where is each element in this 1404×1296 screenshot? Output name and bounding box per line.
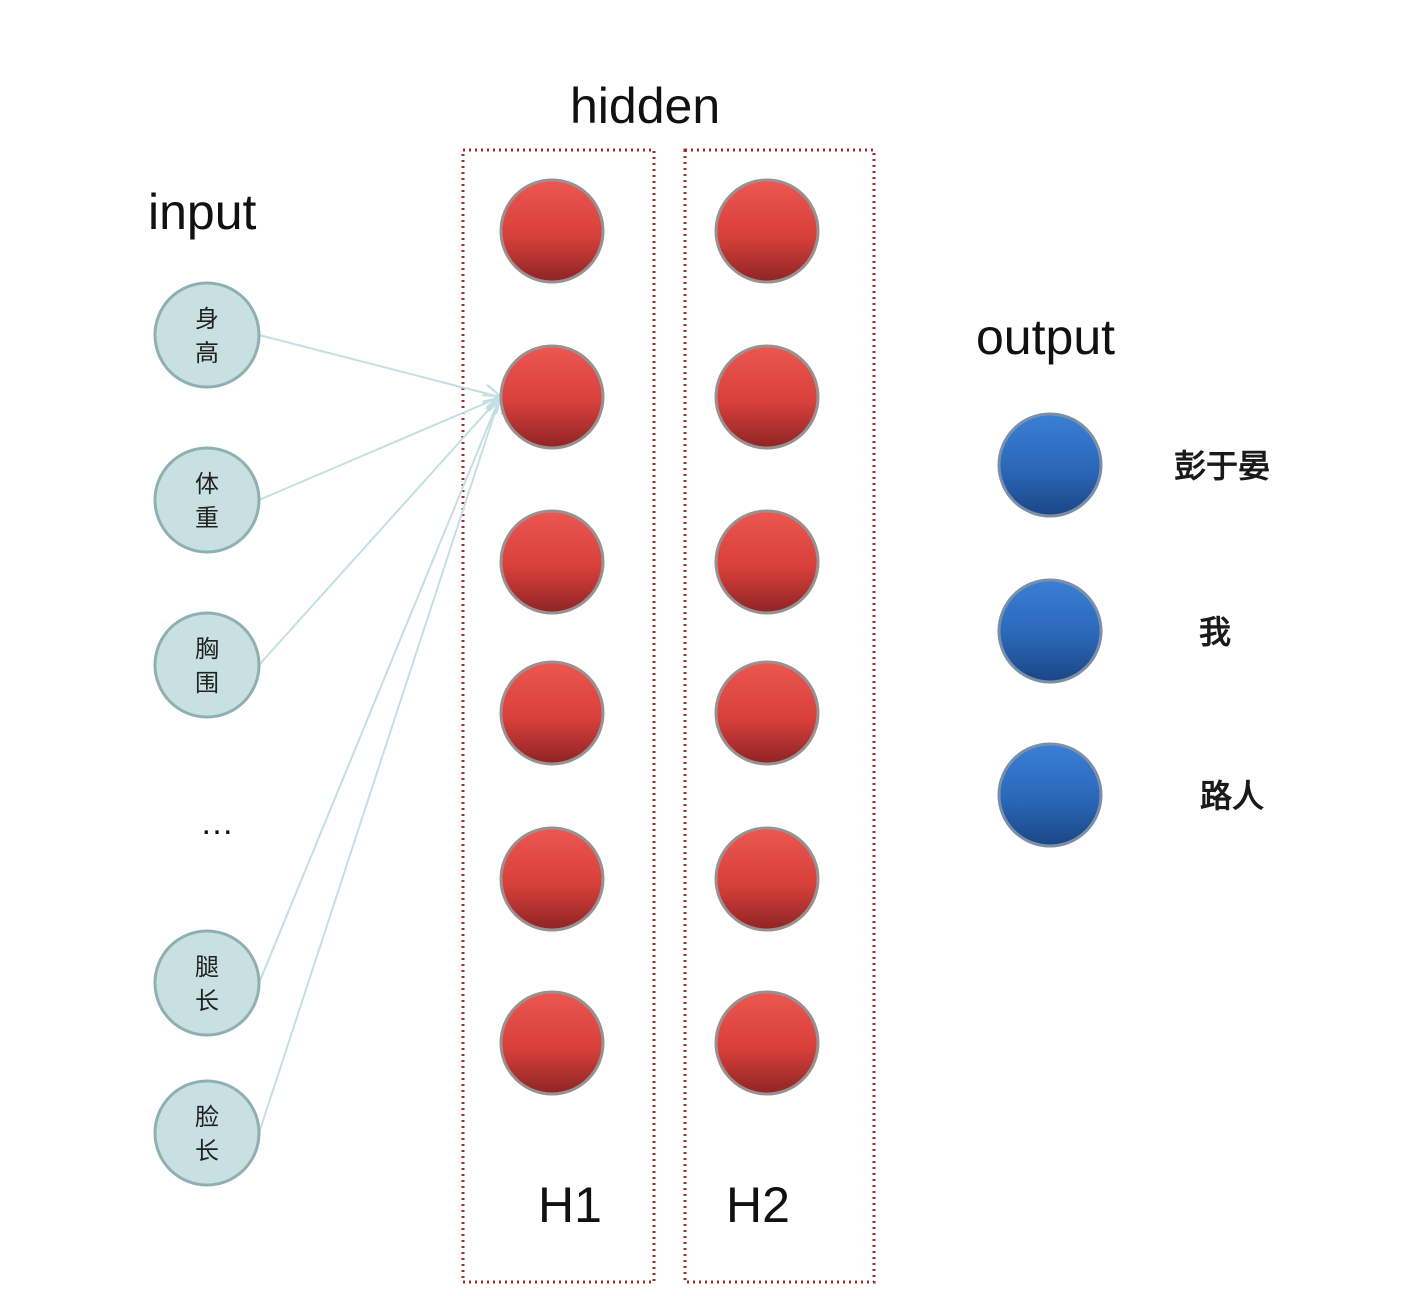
edge-input-height-to-h1 (258, 334, 500, 397)
output-node-passerby: 路人 (997, 742, 1264, 848)
input-node-label: 腿 (195, 953, 219, 981)
hidden-layer-h2-nodes (714, 178, 820, 1096)
input-node-circle (153, 281, 261, 389)
input-node-circle (153, 1079, 261, 1187)
input-node-label: 高 (195, 339, 219, 367)
input-node-label: 长 (195, 1137, 219, 1165)
input-node-leg-length: 腿长 (153, 929, 261, 1037)
edge-input-weight-to-h1 (258, 397, 500, 501)
h2-node (714, 178, 820, 284)
h2-node (714, 660, 820, 766)
output-node-circle (997, 412, 1103, 518)
output-node-label: 我 (1199, 613, 1231, 651)
output-node-label: 彭于晏 (1174, 447, 1270, 485)
input-node-label: 体 (195, 470, 219, 498)
input-node-circle (153, 929, 261, 1037)
input-node-label: 围 (195, 669, 219, 697)
h1-box (461, 148, 656, 1284)
input-node-label: 胸 (195, 635, 219, 663)
input-node-face-length: 脸长 (153, 1079, 261, 1187)
hidden-title: hidden (570, 78, 720, 134)
input-node-weight: 体重 (153, 446, 261, 554)
input-to-hidden-edges (258, 334, 500, 1134)
output-node-peng-yuyan: 彭于晏 (997, 412, 1270, 518)
h1-node (499, 344, 605, 450)
edge-input-leg-length-to-h1 (258, 397, 500, 984)
input-node-label: 身 (195, 305, 219, 333)
h1-node (499, 826, 605, 932)
input-title: input (148, 184, 257, 240)
output-node-label: 路人 (1200, 777, 1264, 815)
input-node-chest: 胸围 (153, 611, 261, 719)
output-node-circle (997, 578, 1103, 684)
h2-node (714, 990, 820, 1096)
h2-box (683, 148, 876, 1284)
h2-node (714, 344, 820, 450)
edge-input-face-length-to-h1 (258, 397, 500, 1134)
h2-node (714, 826, 820, 932)
edge-input-chest-to-h1 (258, 397, 500, 666)
h2-label: H2 (726, 1177, 790, 1233)
input-node-height: 身高 (153, 281, 261, 389)
input-node-circle (153, 446, 261, 554)
input-ellipsis: … (200, 804, 234, 842)
hidden-layer-h1-nodes (499, 178, 605, 1096)
h1-node (499, 509, 605, 615)
h1-node (499, 660, 605, 766)
input-node-label: 重 (195, 504, 219, 532)
h2-node (714, 509, 820, 615)
output-title: output (976, 309, 1115, 365)
output-node-circle (997, 742, 1103, 848)
output-node-me: 我 (997, 578, 1231, 684)
h1-label: H1 (538, 1177, 602, 1233)
h1-node (499, 990, 605, 1096)
input-node-label: 脸 (195, 1103, 219, 1131)
input-node-label: 长 (195, 987, 219, 1015)
hidden-layer-boxes (461, 148, 876, 1284)
h1-node (499, 178, 605, 284)
input-node-circle (153, 611, 261, 719)
